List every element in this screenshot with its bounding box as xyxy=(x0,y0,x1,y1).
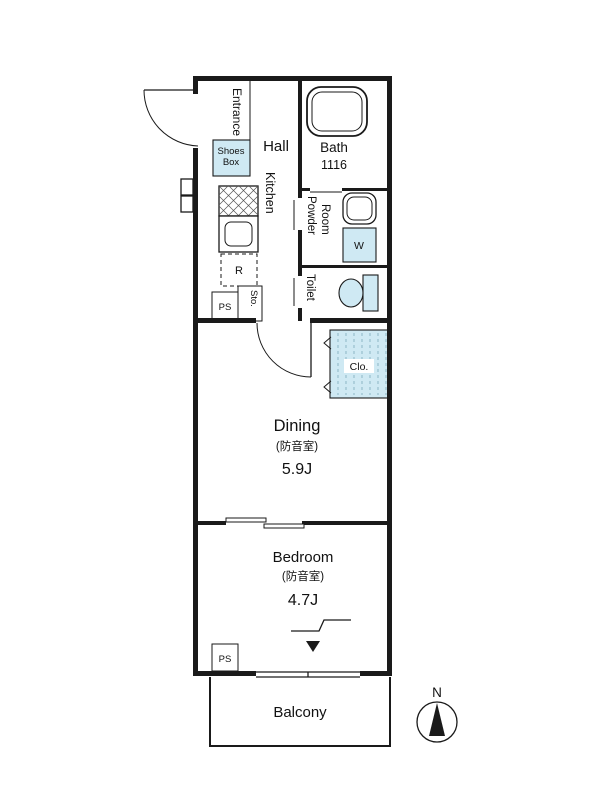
wall-bath-powder-left xyxy=(302,188,310,191)
entrance-hall: Entrance Hall xyxy=(230,81,289,155)
wall-hall-dining-left xyxy=(198,318,256,323)
wall-powder-toilet xyxy=(302,265,388,268)
north-arrow-icon xyxy=(429,703,445,736)
pipe-space-top-label: PS xyxy=(219,302,232,313)
doors xyxy=(143,89,360,678)
powder-room-label-1: Powder xyxy=(305,196,317,235)
dining-label: Dining xyxy=(274,417,321,435)
pipe-space-bottom-box xyxy=(211,643,239,672)
bathtub-inner-icon xyxy=(311,91,363,132)
wall-dining-bedroom-right xyxy=(302,521,388,525)
dining-door-arc xyxy=(256,322,312,378)
toilet-tank-icon xyxy=(362,274,379,312)
bedroom: Bedroom (防音室) 4.7J PS xyxy=(211,549,351,672)
kitchen-counter: R PS Sto. xyxy=(211,185,263,322)
wall-bottom-right xyxy=(360,671,392,676)
entrance-door-arc xyxy=(143,89,199,147)
entrance-label: Entrance xyxy=(230,88,244,136)
wall-jog-1 xyxy=(180,178,194,196)
hall-label: Hall xyxy=(263,138,289,155)
balcony-window xyxy=(256,671,360,678)
wall-right xyxy=(387,76,392,676)
refrigerator-label: R xyxy=(235,265,243,277)
compass: N xyxy=(416,685,458,743)
shoes-box: Shoes Box xyxy=(212,139,251,177)
wall-hall-dining-right xyxy=(310,318,388,323)
balcony-outline xyxy=(209,677,391,747)
sliding-partition-panel-1 xyxy=(225,517,267,523)
dining-sub-label: (防音室) xyxy=(276,439,318,453)
bath-size-label: 1116 xyxy=(321,158,347,172)
dining-size-label: 5.9J xyxy=(282,461,312,478)
stove-hatch xyxy=(218,185,259,217)
sink-icon xyxy=(342,192,377,225)
balcony: Balcony xyxy=(209,677,391,747)
wall-dining-bedroom-left xyxy=(198,521,226,525)
kitchen-sink-basin-icon xyxy=(224,221,253,247)
storage-box xyxy=(237,285,263,322)
washer-box xyxy=(342,227,377,263)
powder-room-label-2: Room xyxy=(319,204,331,235)
powder-room-fixtures: W xyxy=(342,192,377,263)
kitchen-label: Kitchen xyxy=(263,172,277,214)
wall-jog-2 xyxy=(180,195,194,213)
bedroom-label: Bedroom xyxy=(273,549,334,566)
dining-room: Dining (防音室) 5.9J xyxy=(274,417,321,478)
closet-door-arrow-bottom-icon xyxy=(323,380,332,394)
interior-walls xyxy=(198,81,388,525)
bath-fixtures xyxy=(306,86,368,137)
sink-inner-icon xyxy=(346,196,373,221)
closet-label: Clo. xyxy=(350,361,369,373)
toilet-label: Toilet xyxy=(304,274,316,302)
wall-top xyxy=(193,76,392,81)
shoes-box-rect xyxy=(212,139,251,177)
north-label: N xyxy=(432,685,442,700)
closet: Clo. xyxy=(323,329,389,399)
wall-corridor-powder xyxy=(298,230,302,276)
balcony-label: Balcony xyxy=(273,704,327,721)
closet-label-bg xyxy=(344,359,374,373)
washer-label: W xyxy=(354,240,364,252)
balcony-access-marker xyxy=(306,641,320,652)
storage-label: Sto. xyxy=(248,290,259,307)
wall-hall-bath xyxy=(298,81,302,198)
wall-bath-powder-right xyxy=(342,188,388,191)
sliding-partition-panel-2 xyxy=(263,523,305,529)
sliding-door-symbol xyxy=(291,619,351,632)
toilet-bowl-icon xyxy=(338,278,364,308)
pipe-space-bottom-label: PS xyxy=(219,654,232,665)
wall-left-upper xyxy=(193,76,198,94)
outer-walls xyxy=(180,76,392,676)
wall-corridor-toilet xyxy=(298,308,302,321)
shoes-box-label-2: Box xyxy=(223,157,240,168)
bath-label: Bath xyxy=(320,140,348,155)
bathtub-icon xyxy=(306,86,368,137)
bedroom-sub-label: (防音室) xyxy=(282,569,324,583)
stove-icon xyxy=(218,185,259,217)
wall-left-lower xyxy=(193,148,198,676)
bedroom-size-label: 4.7J xyxy=(288,592,318,609)
wall-bottom-left xyxy=(193,671,256,676)
toilet-fixtures xyxy=(338,274,379,312)
closet-door-arrow-top-icon xyxy=(323,336,332,350)
shoes-box-label-1: Shoes xyxy=(218,146,245,157)
